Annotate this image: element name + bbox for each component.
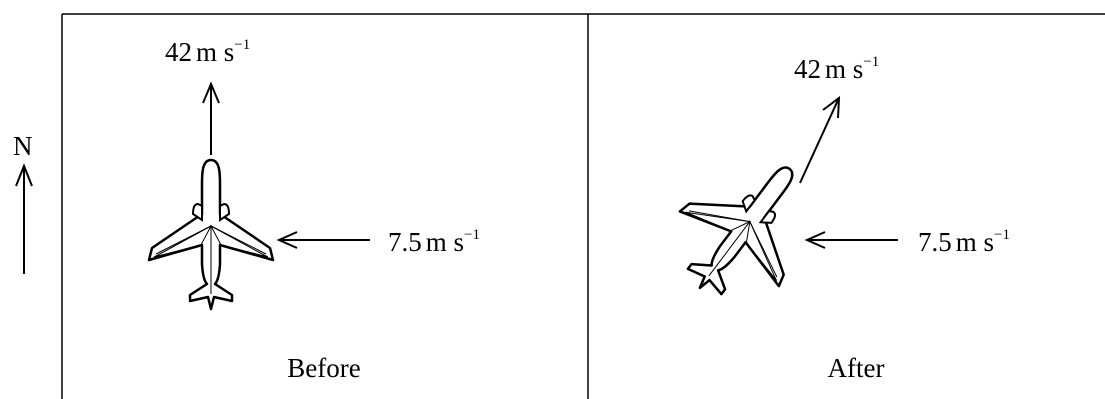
airplane-icon	[147, 158, 275, 311]
wind-arrow-icon	[276, 231, 370, 249]
before-caption: Before	[287, 353, 360, 383]
north-arrow-icon	[15, 163, 33, 274]
compass: N	[13, 131, 33, 274]
velocity-arrow-icon	[202, 81, 220, 155]
after-caption: After	[828, 353, 885, 383]
panel-frame	[61, 13, 1105, 399]
velocity-arrow-icon	[799, 95, 841, 184]
wind-arrow-icon	[804, 231, 898, 249]
compass-label: N	[13, 131, 33, 161]
